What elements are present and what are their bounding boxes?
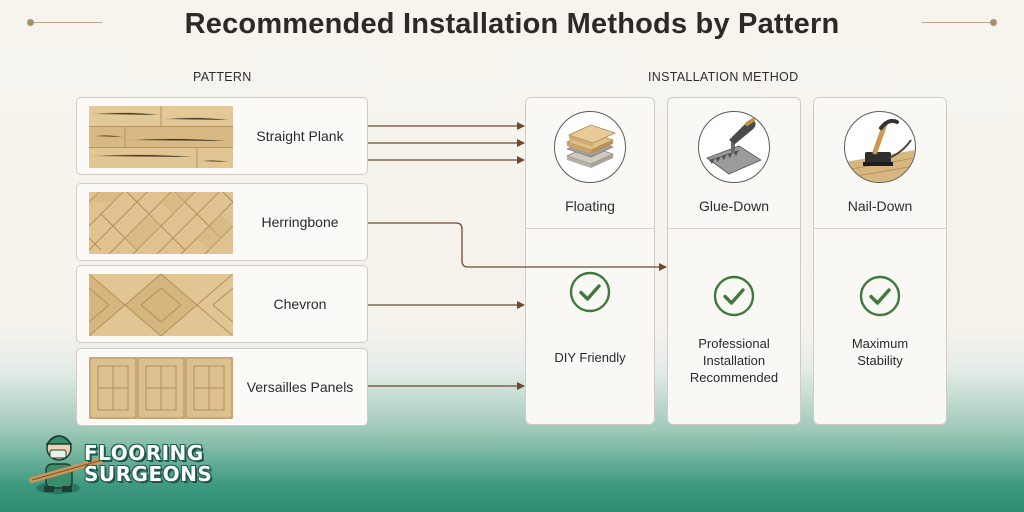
layered-planks-icon (554, 111, 626, 183)
title-decoration-dot-right (990, 19, 997, 26)
pattern-card-straight-plank: Straight Plank (76, 97, 368, 175)
method-note-floating: DIY Friendly (554, 350, 626, 365)
method-note-glue-down: Professional Installation Recommended (689, 336, 779, 385)
method-column-header: INSTALLATION METHOD (648, 70, 799, 84)
pattern-label-versailles-panels: Versailles Panels (246, 379, 354, 395)
method-card-glue-down: Glue-Down Professional Installation Reco… (667, 97, 801, 425)
method-card-nail-down: Nail-Down Maximum Stability (813, 97, 947, 425)
pattern-card-chevron: Chevron (76, 265, 368, 343)
check-circle-icon (569, 271, 611, 313)
versailles-panels-swatch (89, 357, 233, 419)
pattern-column-header: PATTERN (193, 70, 252, 84)
page-title: Recommended Installation Methods by Patt… (184, 8, 840, 40)
method-card-divider (526, 228, 654, 229)
straight-plank-swatch (89, 106, 233, 168)
title-decoration-line-left (34, 22, 102, 23)
pattern-card-versailles-panels: Versailles Panels (76, 348, 368, 426)
method-card-divider (668, 228, 800, 229)
chevron-swatch (89, 274, 233, 336)
title-decoration-line-right (922, 22, 990, 23)
surgeon-mascot-icon (29, 435, 105, 494)
title-decoration-dot-left (27, 19, 34, 26)
method-name-nail-down: Nail-Down (847, 198, 913, 214)
floor-nailer-icon (844, 111, 916, 183)
trowel-icon (698, 111, 770, 183)
herringbone-swatch (89, 192, 233, 254)
method-name-floating: Floating (565, 198, 615, 214)
pattern-label-straight-plank: Straight Plank (256, 128, 344, 144)
pattern-label-chevron: Chevron (273, 296, 327, 312)
pattern-card-herringbone: Herringbone (76, 183, 368, 261)
brand-wordmark: FLOORING SURGEONS (84, 441, 213, 486)
brand-logo (28, 420, 228, 498)
method-card-divider (814, 228, 946, 229)
method-note-nail-down: Maximum Stability (851, 336, 909, 368)
check-circle-icon (859, 275, 901, 317)
method-card-floating: Floating DIY Friendly (525, 97, 655, 425)
method-name-glue-down: Glue-Down (698, 198, 770, 214)
pattern-label-herringbone: Herringbone (261, 214, 339, 230)
check-circle-icon (713, 275, 755, 317)
